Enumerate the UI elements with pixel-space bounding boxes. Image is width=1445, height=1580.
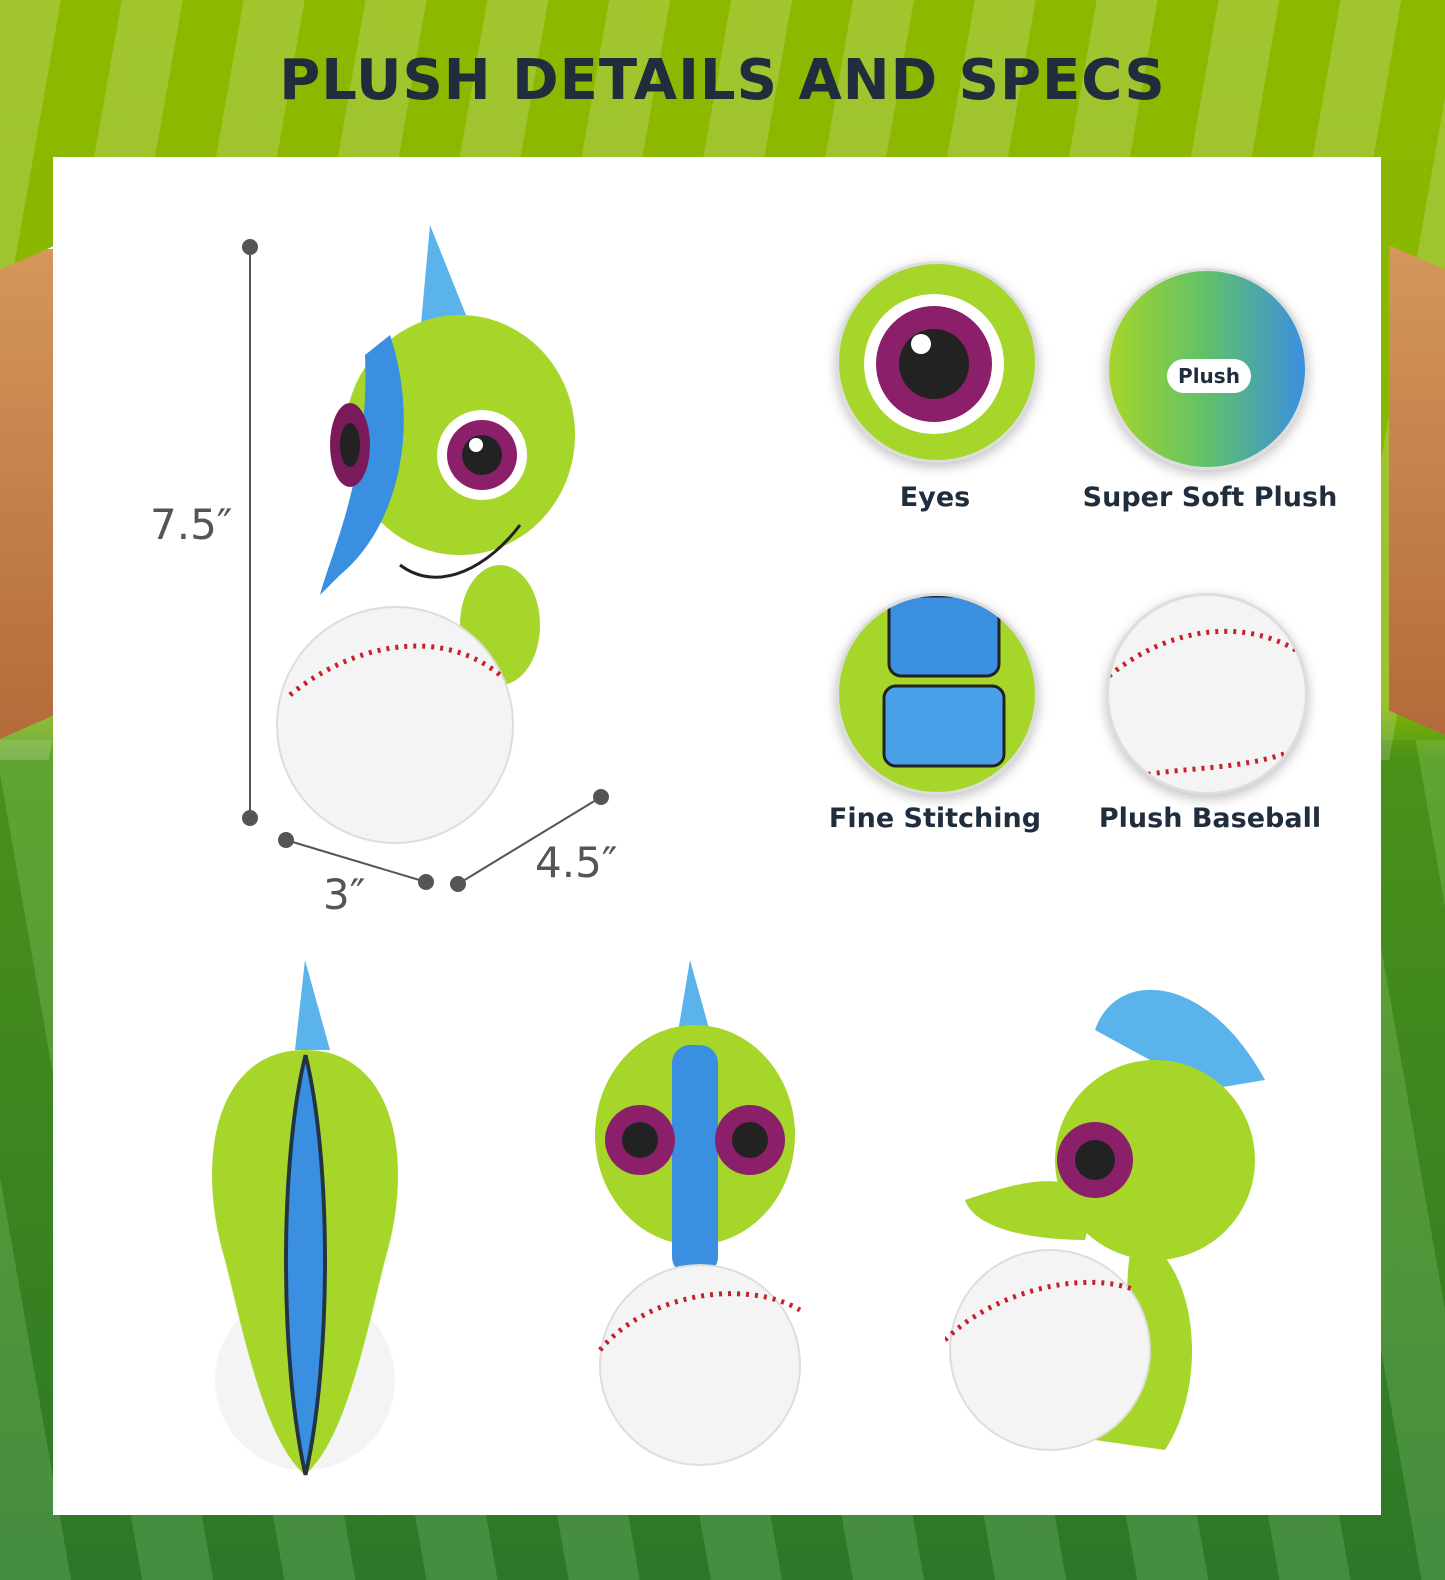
plush-badge: Plush (1167, 359, 1251, 393)
feature-stitching-label: Fine Stitching (828, 803, 1042, 834)
infield-dirt-right (1389, 245, 1445, 735)
feature-baseball-label: Plush Baseball (1098, 803, 1322, 834)
seahorse-plush-main-image (276, 225, 575, 844)
feature-eyes-image (836, 261, 1038, 463)
depth-label: 4.5″ (535, 838, 618, 887)
height-label: 7.5″ (150, 500, 233, 549)
infield-dirt-left (0, 245, 56, 739)
feature-baseball-image (1106, 593, 1308, 795)
seahorse-back-view-image (211, 960, 399, 1476)
width-label: 3″ (323, 870, 366, 919)
feature-stitching-image (836, 593, 1038, 795)
seahorse-side-view-image (945, 989, 1265, 1451)
seahorse-front-view-image (595, 960, 802, 1466)
feature-eyes-label: Eyes (899, 482, 971, 513)
feature-plush-label: Super Soft Plush (1082, 482, 1338, 513)
page-title: PLUSH DETAILS AND SPECS (279, 48, 1166, 113)
feature-plush-image: Plush (1106, 268, 1308, 470)
